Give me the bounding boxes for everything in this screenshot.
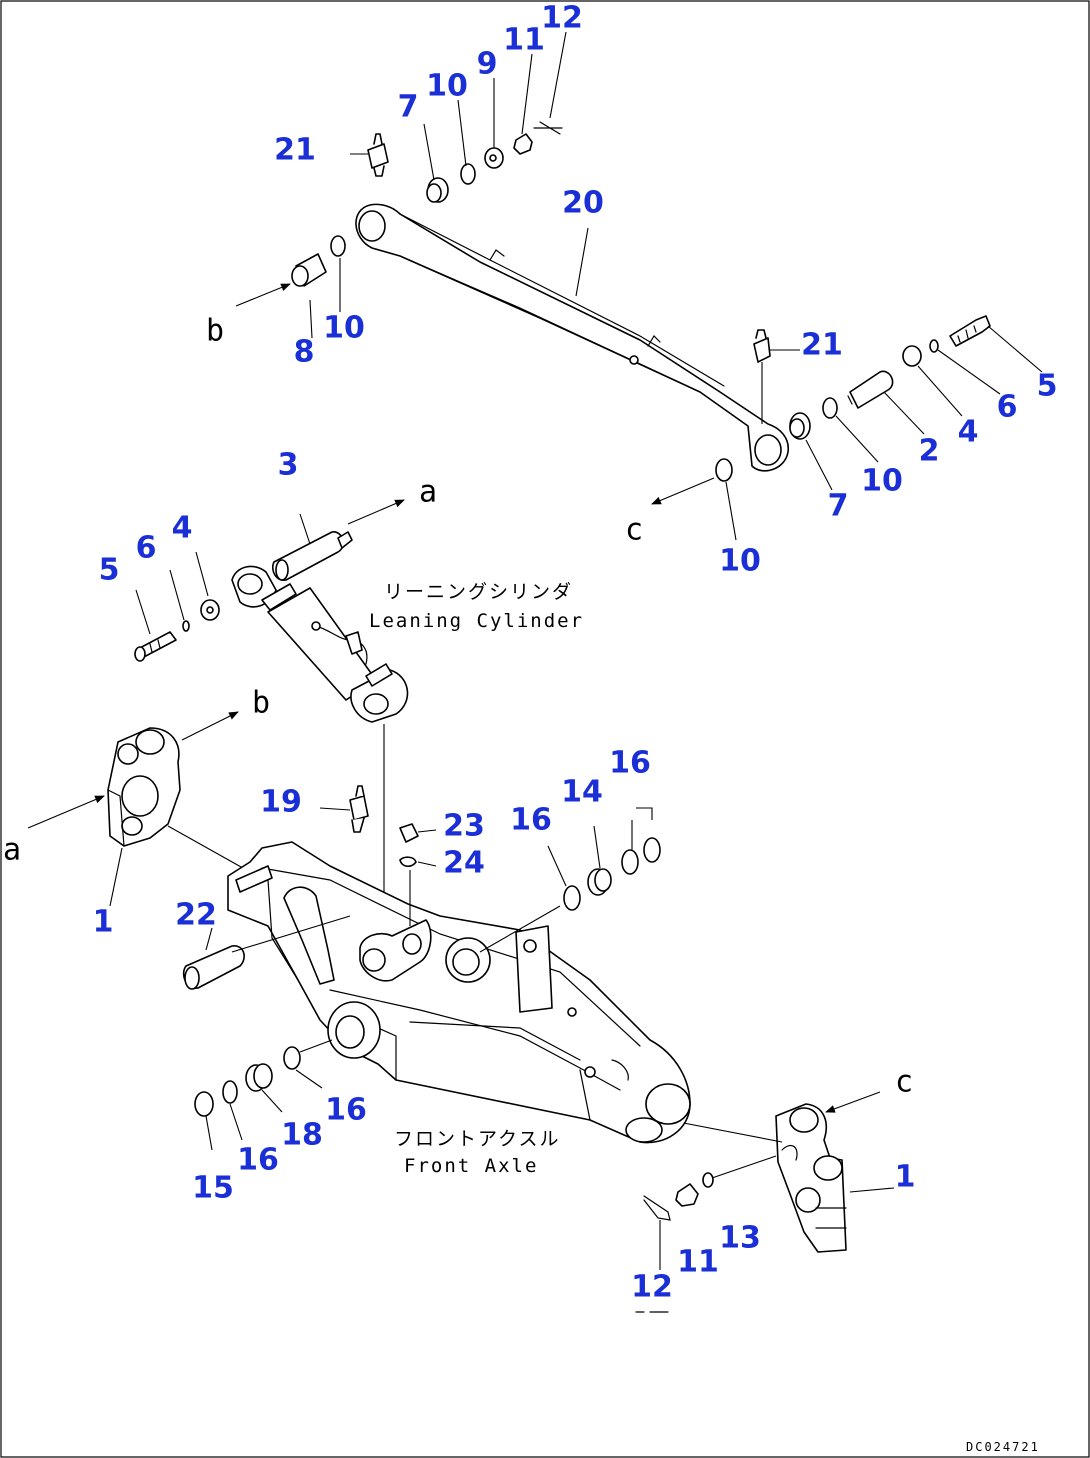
reference-letter-layer: b c a b a c [3, 314, 913, 1100]
part-number-11: 11 [677, 1245, 719, 1280]
grease-fitting-right [753, 329, 800, 424]
reference-letter-b: b [206, 314, 224, 349]
part-number-13: 13 [719, 1221, 761, 1256]
part-number-10: 10 [426, 69, 468, 104]
front-axle-assembly [227, 841, 691, 1144]
bracket-right [667, 1103, 895, 1253]
reference-letter-b: b [252, 686, 270, 721]
reference-letter-c: c [895, 1065, 913, 1100]
bolt-washer-cylinder [134, 599, 220, 662]
axle-caption-jp: フロントアクスル [394, 1128, 560, 1150]
part-number-16: 16 [325, 1093, 367, 1128]
part-number-10: 10 [323, 311, 365, 346]
upper-link-notch-2 [647, 335, 661, 347]
upper-link-assembly [355, 203, 790, 472]
reference-letter-c: c [625, 513, 643, 548]
part-number-18: 18 [281, 1118, 323, 1153]
grease-fitting-upper [350, 133, 389, 177]
grease-fitting-19 [319, 785, 369, 833]
drawing-code: DC024721 [966, 1440, 1040, 1454]
seal-10-lower-right [715, 458, 733, 482]
cotter-pin [643, 1195, 671, 1221]
upper-link-notch [489, 249, 505, 261]
part-number-24: 24 [443, 846, 485, 881]
part-number-12: 12 [631, 1270, 673, 1305]
bushing-8 [291, 235, 346, 287]
reference-letter-a: a [419, 475, 437, 510]
bracket-left [107, 727, 251, 907]
part-number-9: 9 [477, 47, 498, 82]
upper-link-bore-left [358, 210, 386, 242]
pin-2-assembly [789, 315, 991, 440]
arrow-a-lower [27, 795, 105, 829]
callout-leaders [135, 31, 1043, 635]
part-number-22: 22 [175, 898, 217, 933]
part-number-7: 7 [828, 489, 849, 524]
arrow-c-upper [651, 477, 715, 505]
axle-plate [515, 925, 553, 1013]
plug-23-washer-24 [399, 823, 437, 926]
reference-letter-a: a [3, 833, 21, 868]
axle-side-plate [267, 879, 299, 981]
axle-rib-2 [409, 1021, 581, 1061]
part-number-16: 16 [237, 1143, 279, 1178]
axle-caption-en: Front Axle [404, 1155, 538, 1177]
part-number-5: 5 [1037, 369, 1058, 404]
part-number-1: 1 [895, 1160, 916, 1195]
upper-link-bore-right [754, 434, 782, 466]
part-number-11: 11 [503, 23, 545, 58]
part-number-21: 21 [274, 133, 316, 168]
part-number-5: 5 [99, 553, 120, 588]
part-number-14: 14 [561, 775, 603, 810]
pin-3 [271, 513, 353, 581]
part-number-10: 10 [861, 464, 903, 499]
seal-stack-lower-axle [194, 1039, 333, 1151]
part-number-1: 1 [93, 905, 114, 940]
arrow-b-lower [181, 711, 239, 741]
seal-stack-upper-axle [479, 807, 661, 953]
part-number-10: 10 [719, 544, 761, 579]
part-number-4: 4 [172, 511, 193, 546]
leaning-cylinder-assembly [231, 565, 409, 940]
reference-arrows [27, 283, 881, 1113]
arrow-a-upper [347, 499, 405, 525]
part-number-4: 4 [958, 415, 979, 450]
axle-rib [579, 1069, 591, 1121]
arrow-b-upper [235, 283, 291, 307]
cylinder-caption-en: Leaning Cylinder [369, 610, 584, 632]
part-number-6: 6 [997, 390, 1018, 425]
part-number-7: 7 [398, 90, 419, 125]
part-number-19: 19 [260, 785, 302, 820]
upper-link-arm [355, 203, 790, 472]
arrow-c-lower [825, 1091, 881, 1113]
axle-rear-boss [645, 1083, 691, 1125]
part-number-16: 16 [609, 746, 651, 781]
pin-22 [182, 915, 351, 990]
part-number-15: 15 [192, 1171, 234, 1206]
cylinder-caption-jp: リーニングシリンダ [384, 581, 573, 603]
upper-link-edge-lower [399, 255, 701, 393]
axle-top-edge [261, 867, 641, 1047]
part-number-23: 23 [443, 809, 485, 844]
part-number-6: 6 [136, 531, 157, 566]
part-number-21: 21 [801, 328, 843, 363]
upper-link-edge [399, 213, 725, 387]
nut-washer-lower [635, 1155, 777, 1313]
upper-link-hole [629, 355, 639, 365]
part-number-12: 12 [541, 1, 583, 36]
part-number-20: 20 [562, 186, 604, 221]
part-number-3: 3 [278, 448, 299, 483]
part-number-16: 16 [510, 803, 552, 838]
part-number-8: 8 [294, 335, 315, 370]
part-number-2: 2 [919, 434, 940, 469]
axle-bracket [283, 886, 335, 985]
